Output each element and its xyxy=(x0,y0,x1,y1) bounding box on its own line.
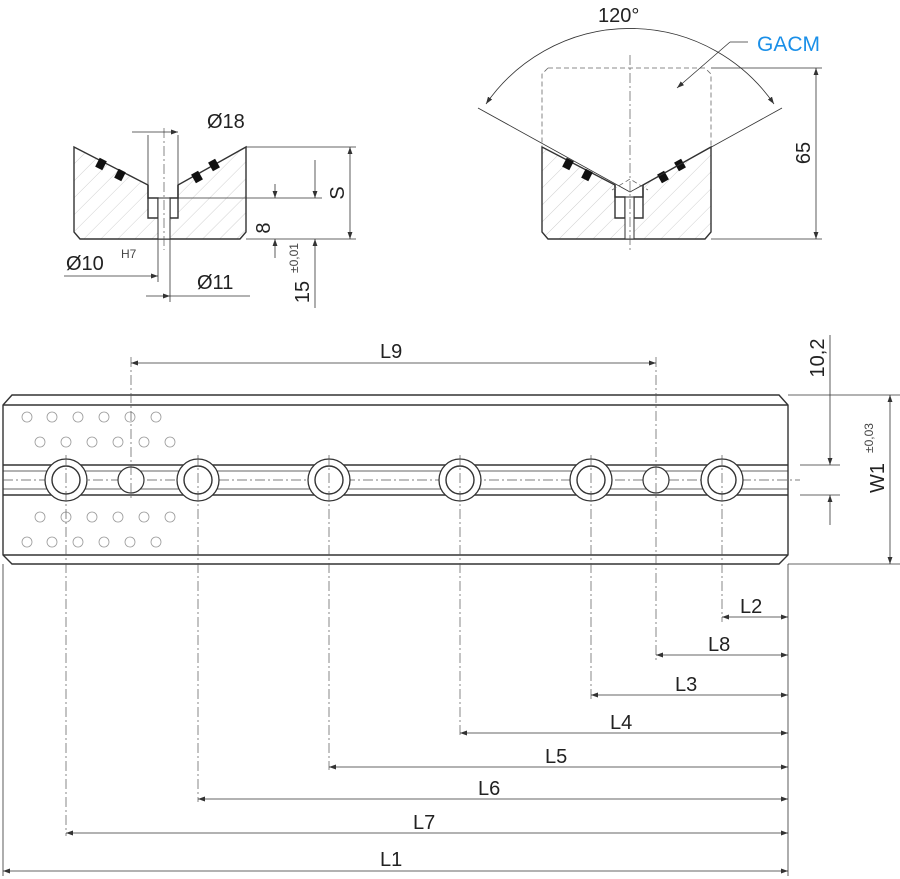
dim-15: 15 xyxy=(292,281,314,303)
dim-l5: L5 xyxy=(545,746,567,768)
dim-l2: L2 xyxy=(740,596,762,618)
section-view-right: 120° GACM 65 xyxy=(477,5,822,250)
dim-dia10-fit: H7 xyxy=(121,247,137,261)
dim-l7: L7 xyxy=(413,812,435,834)
dim-15-tolerance: ±0,01 xyxy=(287,243,301,273)
dim-10-2: 10,2 xyxy=(807,339,829,378)
dim-dia11: Ø11 xyxy=(197,272,233,294)
section-view-left: Ø18 S 8 15 ±0,01 Ø10 H7 Ø11 xyxy=(64,111,356,308)
dim-l3: L3 xyxy=(675,674,697,696)
dim-w1: W1 xyxy=(867,463,889,493)
counterbored-holes xyxy=(44,458,744,502)
rail-outline xyxy=(2,394,789,565)
seal-blocks-right xyxy=(562,157,686,184)
gacm-label: GACM xyxy=(757,33,820,56)
dim-dia10: Ø10 xyxy=(66,253,104,275)
dim-65: 65 xyxy=(793,142,815,164)
seal-blocks-left xyxy=(95,157,220,184)
dim-l4: L4 xyxy=(610,712,632,734)
dim-l1: L1 xyxy=(380,849,402,871)
dim-dia18: Ø18 xyxy=(207,111,245,133)
dim-s: S xyxy=(327,186,349,199)
dim-l9: L9 xyxy=(380,341,402,363)
plan-view: L9 10,2 W1 ±0,03 L2 L8 L3 L4 L5 L6 L7 L1 xyxy=(2,335,900,876)
dot-pattern xyxy=(21,411,176,548)
dim-8: 8 xyxy=(253,222,275,233)
dim-l6: L6 xyxy=(478,778,500,800)
dim-l8: L8 xyxy=(708,634,730,656)
dim-angle-120: 120° xyxy=(598,5,639,27)
extension-lines xyxy=(2,357,789,876)
dim-w1-tolerance: ±0,03 xyxy=(862,423,876,453)
